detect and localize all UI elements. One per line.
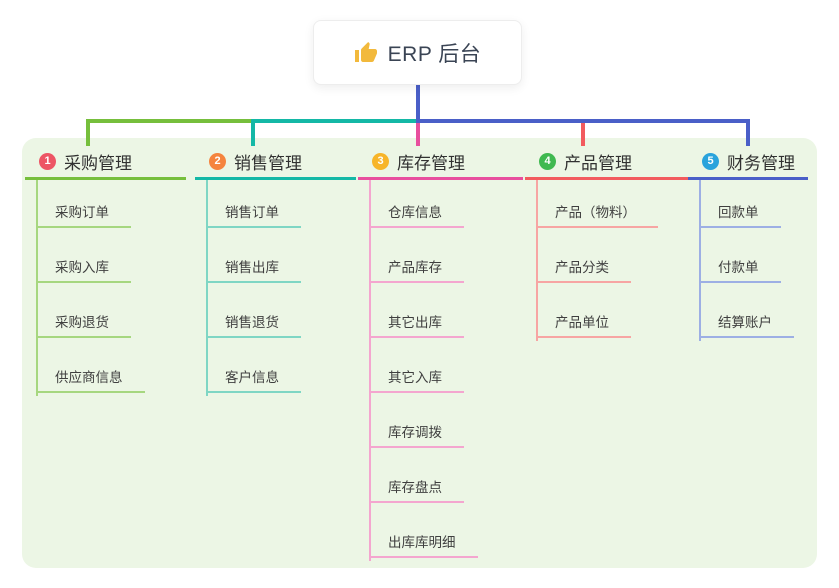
branch-item[interactable]: 仓库信息 [369,180,464,228]
branch-item[interactable]: 采购入库 [36,228,131,283]
branch-item[interactable]: 库存调拨 [369,393,464,448]
branch-column-3: 3 库存管理 仓库信息产品库存其它出库其它入库库存调拨库存盘点出库库明细 [358,0,523,588]
branch-item[interactable]: 销售出库 [206,228,301,283]
branch-number-badge: 5 [702,152,719,170]
branches-panel [22,138,817,568]
root-title: ERP 后台 [387,42,482,66]
branch-column-1: 1 采购管理 采购订单采购入库采购退货供应商信息 [25,0,186,588]
branch-rail-line [206,180,208,396]
branch-heading[interactable]: 1 采购管理 [25,145,186,180]
branch-label: 财务管理 [727,153,795,173]
branch-item[interactable]: 产品（物料） [536,180,658,228]
branch-label: 库存管理 [397,153,465,173]
branch-label: 采购管理 [64,153,132,173]
branch-items: 仓库信息产品库存其它出库其它入库库存调拨库存盘点出库库明细 [369,180,478,558]
branch-item[interactable]: 产品单位 [536,283,631,338]
branch-rail-line [699,180,701,341]
branch-item[interactable]: 产品分类 [536,228,631,283]
branch-number-badge: 2 [209,152,226,170]
branch-item[interactable]: 结算账户 [699,283,794,338]
branch-heading[interactable]: 5 财务管理 [688,145,808,180]
branch-rail-line [36,180,38,396]
branch-item[interactable]: 客户信息 [206,338,301,393]
branch-rail-line [536,180,538,341]
branch-item[interactable]: 销售退货 [206,283,301,338]
branch-column-2: 2 销售管理 销售订单销售出库销售退货客户信息 [195,0,356,588]
branch-number-badge: 4 [539,152,556,170]
branch-item[interactable]: 其它入库 [369,338,464,393]
branch-item[interactable]: 销售订单 [206,180,301,228]
branch-number-badge: 3 [372,152,389,170]
thumbs-up-icon [354,41,378,65]
branch-items: 回款单付款单结算账户 [699,180,794,338]
root-node[interactable]: ERP 后台 [313,20,522,85]
branch-heading[interactable]: 3 库存管理 [358,145,523,180]
branch-label: 产品管理 [564,153,632,173]
branch-item[interactable]: 供应商信息 [36,338,145,393]
branch-label: 销售管理 [234,153,302,173]
branch-items: 采购订单采购入库采购退货供应商信息 [36,180,145,393]
branch-item[interactable]: 采购订单 [36,180,131,228]
branch-items: 销售订单销售出库销售退货客户信息 [206,180,301,393]
branch-item[interactable]: 其它出库 [369,283,464,338]
branch-item[interactable]: 库存盘点 [369,448,464,503]
branch-item[interactable]: 付款单 [699,228,781,283]
branch-number-badge: 1 [39,152,56,170]
branch-heading[interactable]: 4 产品管理 [525,145,688,180]
branch-column-4: 4 产品管理 产品（物料）产品分类产品单位 [525,0,688,588]
branch-item[interactable]: 回款单 [699,180,781,228]
branch-column-5: 5 财务管理 回款单付款单结算账户 [688,0,808,588]
branch-items: 产品（物料）产品分类产品单位 [536,180,658,338]
branch-heading[interactable]: 2 销售管理 [195,145,356,180]
branch-item[interactable]: 采购退货 [36,283,131,338]
branch-item[interactable]: 产品库存 [369,228,464,283]
branch-item[interactable]: 出库库明细 [369,503,478,558]
branch-rail-line [369,180,371,561]
